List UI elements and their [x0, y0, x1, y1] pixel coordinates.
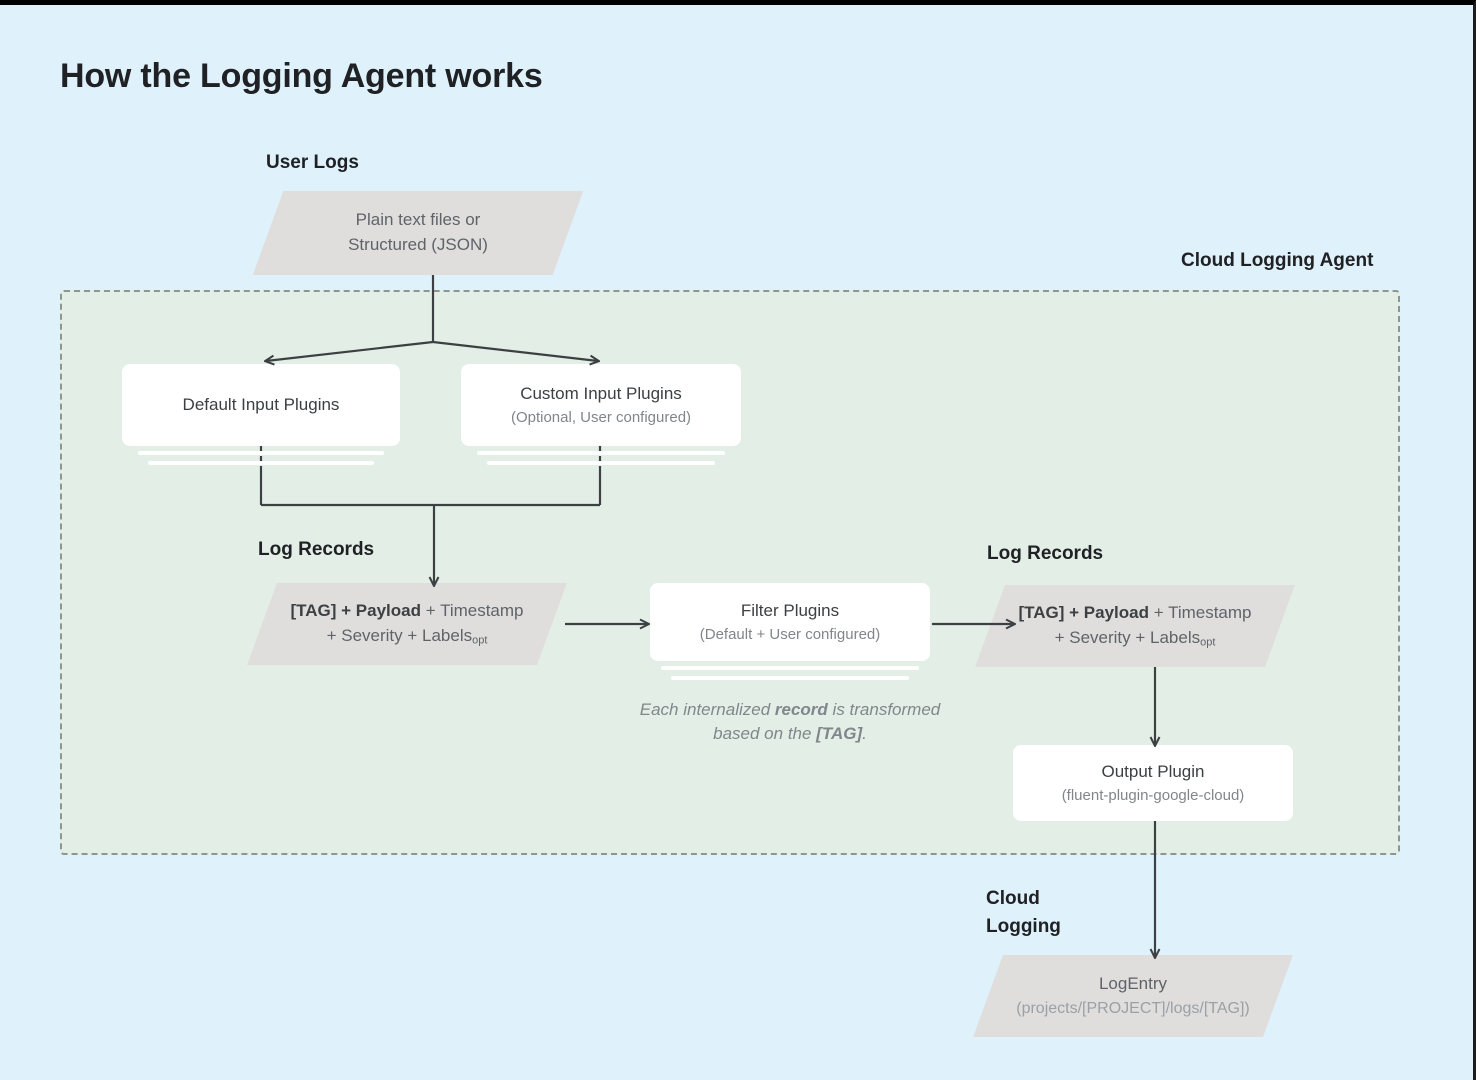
stack-line-filter-plugins-2 [671, 676, 909, 680]
card-output-plugin[interactable]: Output Plugin (fluent-plugin-google-clou… [1013, 745, 1293, 821]
stack-line-default-input-1 [138, 451, 384, 455]
annotation-post: . [862, 724, 867, 744]
stack-line-custom-input-2 [487, 461, 715, 465]
card-custom-input-plugins[interactable]: Custom Input Plugins (Optional, User con… [461, 364, 741, 446]
shape-user-logs-source: Plain text files or Structured (JSON) [252, 191, 584, 275]
annotation-bold-tag: [TAG] [816, 724, 863, 744]
card-default-input-plugins[interactable]: Default Input Plugins [122, 364, 400, 446]
annotation-pre: Each internalized [639, 700, 775, 719]
log-record-right-line-2: + Severity + Labelsopt [1055, 626, 1216, 651]
card-filter-plugins-sub: (Default + User configured) [699, 626, 881, 644]
log-record-left-line-2: + Severity + Labelsopt [327, 624, 488, 649]
user-logs-line-1: Plain text files or [355, 210, 481, 230]
stack-line-custom-input-1 [477, 451, 725, 455]
shape-log-record-left: [TAG] + Payload + Timestamp + Severity +… [247, 583, 567, 665]
label-cloud-logging: Cloud Logging [986, 888, 1061, 937]
log-entry-sub: (projects/[PROJECT]/logs/[TAG]) [1016, 999, 1250, 1017]
card-filter-plugins-title: Filter Plugins [740, 600, 840, 620]
log-record-left-rest: + Timestamp [421, 601, 524, 620]
page-title: How the Logging Agent works [60, 57, 543, 95]
label-cloud-logging-agent: Cloud Logging Agent [1181, 250, 1374, 271]
log-record-right-line-1: [TAG] + Payload + Timestamp [1018, 601, 1251, 626]
log-record-left-subscript: opt [472, 634, 488, 647]
card-output-plugin-sub: (fluent-plugin-google-cloud) [1061, 787, 1245, 805]
log-entry-title: LogEntry [1098, 974, 1168, 994]
log-record-right-bold: [TAG] + Payload [1018, 603, 1149, 622]
log-record-left-line-1: [TAG] + Payload + Timestamp [290, 599, 523, 624]
shape-log-record-right-text: [TAG] + Payload + Timestamp + Severity +… [990, 585, 1280, 667]
log-record-right-subscript: opt [1200, 636, 1216, 649]
annotation-mid: is transformed based on the [713, 700, 941, 744]
shape-log-record-left-text: [TAG] + Payload + Timestamp + Severity +… [262, 583, 552, 665]
card-custom-input-plugins-sub: (Optional, User configured) [510, 409, 692, 427]
shape-log-record-right: [TAG] + Payload + Timestamp + Severity +… [975, 585, 1295, 667]
label-log-records-right: Log Records [987, 543, 1104, 564]
user-logs-line-2: Structured (JSON) [348, 235, 488, 254]
shape-log-entry: LogEntry (projects/[PROJECT]/logs/[TAG]) [973, 955, 1293, 1037]
log-record-left-line2-pre: + Severity + Labels [326, 625, 473, 645]
log-record-left-bold: [TAG] + Payload [290, 601, 421, 620]
shape-user-logs-source-text: Plain text files or Structured (JSON) [268, 191, 568, 275]
card-filter-plugins[interactable]: Filter Plugins (Default + User configure… [650, 583, 930, 661]
log-record-right-line2-pre: + Severity + Labels [1054, 627, 1201, 647]
log-record-right-rest: + Timestamp [1149, 603, 1252, 622]
card-default-input-plugins-title: Default Input Plugins [182, 395, 340, 415]
card-output-plugin-title: Output Plugin [1101, 761, 1205, 781]
annotation-transform-note: Each internalized record is transformed … [630, 698, 950, 746]
shape-log-entry-text: LogEntry (projects/[PROJECT]/logs/[TAG]) [988, 955, 1278, 1037]
stack-line-default-input-2 [148, 461, 374, 465]
label-user-logs: User Logs [266, 152, 359, 173]
stack-line-filter-plugins-1 [661, 666, 919, 670]
annotation-bold-record: record [774, 700, 828, 719]
label-log-records-left: Log Records [258, 539, 375, 560]
card-custom-input-plugins-title: Custom Input Plugins [520, 383, 682, 403]
